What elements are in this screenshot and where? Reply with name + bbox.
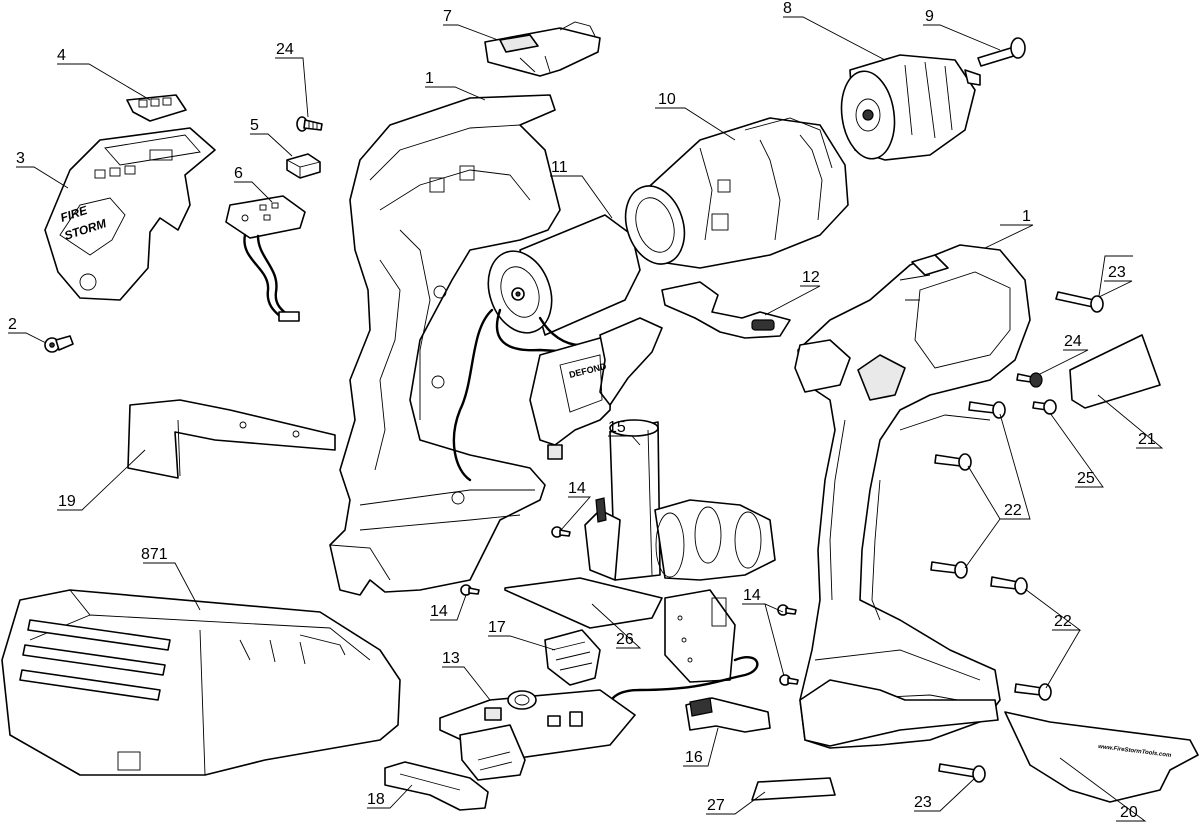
callout-9: 9 (925, 8, 934, 25)
part-24-screw-upper (296, 116, 323, 132)
callout-1-right: 1 (1022, 208, 1031, 225)
part-13-charger-pcb (439, 689, 636, 781)
screw-22-b (934, 453, 972, 471)
callout-4: 4 (57, 47, 66, 64)
callout-14-right: 14 (743, 587, 761, 604)
part-6-led-board (225, 195, 306, 322)
part-21-label-plate (1069, 334, 1161, 409)
callout-871: 871 (141, 546, 168, 563)
part-27-label (751, 777, 836, 801)
callout-25: 25 (1077, 470, 1095, 487)
callout-27: 27 (707, 797, 725, 814)
callout-6: 6 (234, 165, 243, 182)
callout-1-left: 1 (425, 70, 434, 87)
part-19-side-panel (127, 399, 336, 479)
part-trigger-switch: DEFOND (529, 317, 663, 460)
callout-20: 20 (1120, 804, 1138, 821)
callout-labels: 4 3 2 24 5 6 7 1 8 9 10 11 12 1 23 24 21… (8, 0, 1156, 821)
part-16-clip (685, 697, 771, 733)
callout-3: 3 (16, 150, 25, 167)
screw-22-d (990, 576, 1028, 595)
part-12-spring-clip (661, 281, 791, 339)
part-9-chuck-screw (977, 37, 1026, 67)
part-3-top-cover: FIRE STORM (44, 127, 216, 301)
part-2-screw (44, 335, 74, 353)
callout-14-left: 14 (430, 603, 448, 620)
callout-2: 2 (8, 316, 17, 333)
screw-22-c (930, 561, 968, 579)
callout-26: 26 (616, 631, 634, 648)
part-15-battery-cells (584, 419, 776, 581)
callout-12: 12 (802, 269, 820, 286)
screw-22-a (968, 401, 1006, 419)
part-11-motor (487, 214, 641, 354)
callout-13: 13 (442, 650, 460, 667)
part-18-clip (384, 761, 489, 811)
leader-lines (8, 16, 1164, 822)
screw-22-e (1014, 683, 1052, 701)
callout-10: 10 (658, 91, 676, 108)
screw-14-d (779, 674, 799, 686)
part-1-housing-left-half (329, 94, 561, 596)
screw-24-right (1016, 372, 1043, 388)
callout-24-upper: 24 (276, 41, 294, 58)
part-8-chuck (840, 54, 981, 161)
callout-21: 21 (1138, 431, 1156, 448)
callout-18: 18 (367, 791, 385, 808)
part-battery-terminal-board (606, 589, 759, 722)
callout-11: 11 (551, 159, 568, 176)
part-5-small-block (286, 153, 321, 179)
screw-14-a (551, 526, 571, 538)
callout-7: 7 (443, 8, 452, 25)
screw-23-lower (938, 763, 986, 783)
callout-24-right: 24 (1064, 333, 1082, 350)
screw-23-upper (1055, 291, 1104, 313)
part-4-label-plate (126, 94, 187, 122)
callout-23-upper: 23 (1108, 264, 1126, 281)
callout-22-lower: 22 (1054, 613, 1072, 630)
callout-23-lower: 23 (914, 794, 932, 811)
screw-14-c (777, 604, 797, 616)
part-10-gearbox (624, 117, 849, 269)
part-17-connector (544, 629, 601, 686)
callout-19: 19 (58, 493, 76, 510)
screw-25 (1032, 399, 1057, 415)
callout-22-upper: 22 (1004, 502, 1022, 519)
part-871-charger-base (1, 589, 401, 776)
callout-8: 8 (783, 0, 792, 17)
part-20-foot-strip: www.FireStormTools.com (1004, 711, 1199, 803)
screw-14-b (460, 584, 480, 596)
callout-17: 17 (488, 619, 506, 636)
part-7-forward-reverse-slider (484, 21, 601, 77)
part-1-housing-right-half (794, 244, 1031, 749)
callout-16: 16 (685, 749, 703, 766)
part-26-insulating-sheet (504, 577, 663, 629)
callout-14-upper: 14 (568, 480, 586, 497)
callout-5: 5 (250, 117, 259, 134)
callout-15: 15 (608, 419, 626, 436)
